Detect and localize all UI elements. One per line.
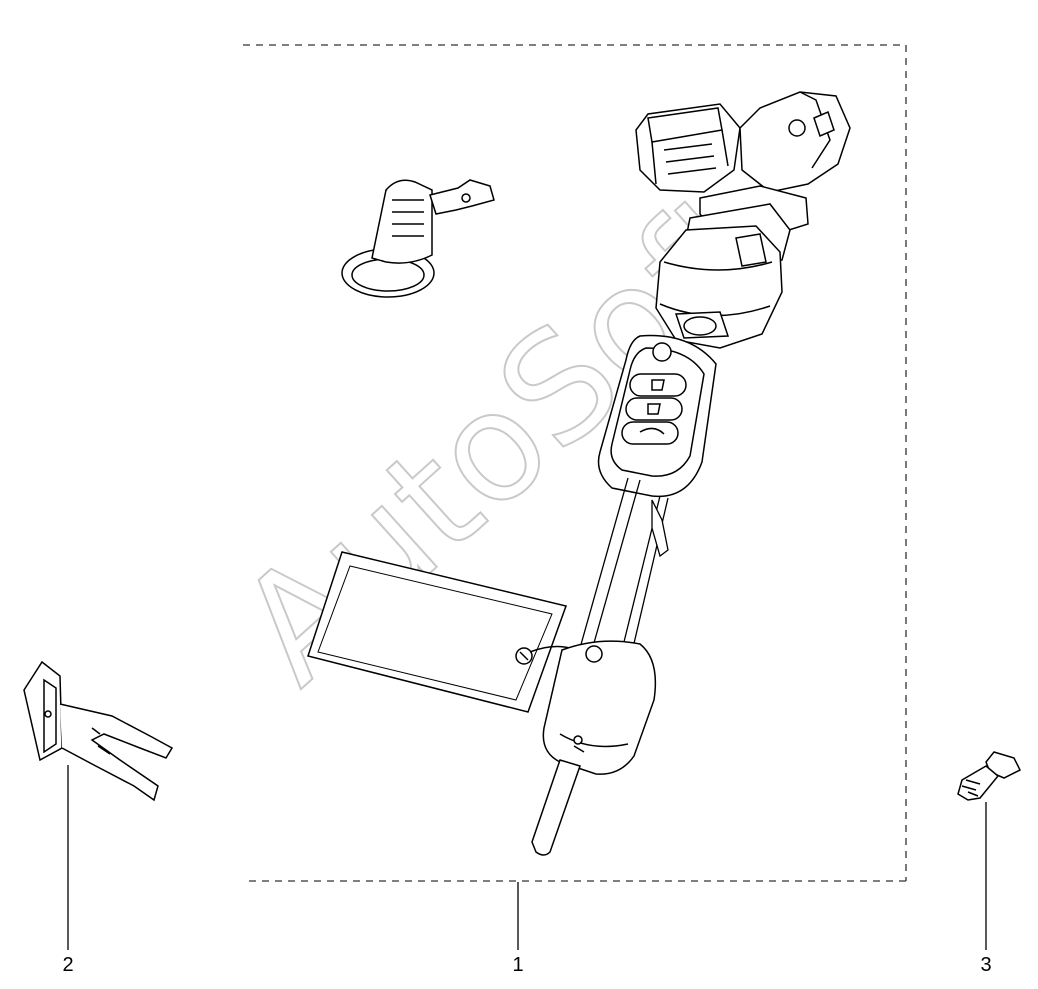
callout-number-3: 3 (980, 954, 992, 976)
callout-number-1: 1 (512, 954, 524, 976)
key-lanyard (579, 477, 669, 653)
leader-lines (67, 765, 987, 950)
remote-key-fob (597, 334, 717, 498)
key-tag (307, 551, 587, 713)
door-lock-cylinder (341, 179, 495, 298)
callout-number-2: 2 (62, 954, 74, 976)
group-boundary (243, 44, 907, 882)
bracket-part (23, 660, 174, 802)
screw-part (957, 751, 1022, 801)
mechanical-key (531, 640, 657, 856)
ignition-switch-assembly (635, 91, 851, 349)
